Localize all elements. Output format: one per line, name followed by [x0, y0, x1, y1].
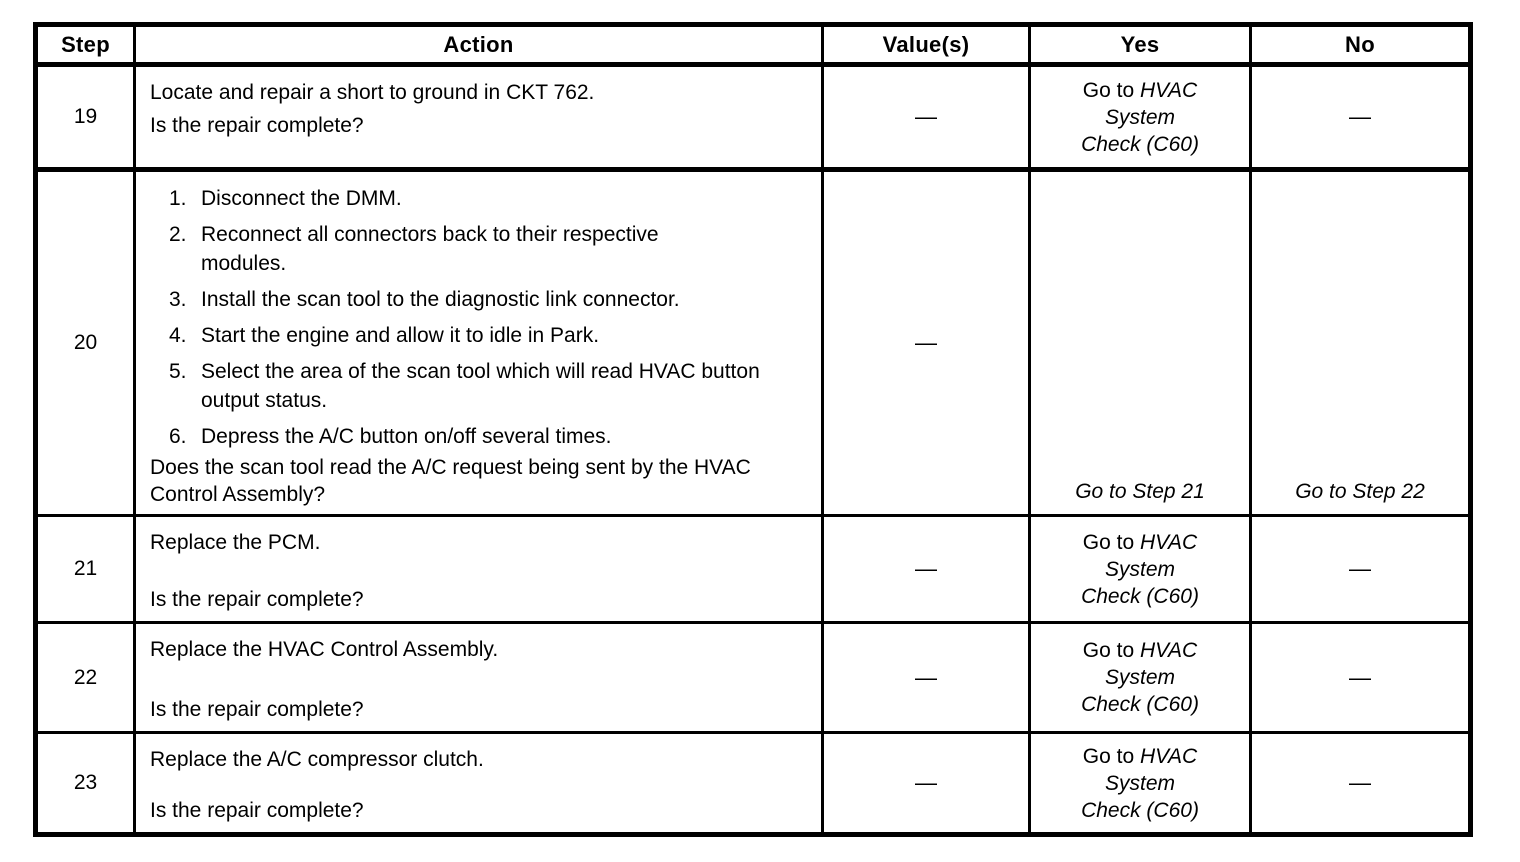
- list-item-text: Select the area of the scan tool which w…: [201, 360, 760, 412]
- goto-prefix: Go to: [1082, 78, 1135, 102]
- value-cell: —: [821, 621, 1031, 734]
- table-row-step-19: 19 Locate and repair a short to ground i…: [34, 63, 1472, 172]
- list-item-text: Install the scan tool to the diagnostic …: [201, 288, 680, 311]
- list-item: 2. Reconnect all connectors back to thei…: [169, 220, 813, 278]
- yes-cell: Go to HVAC System Check (C60): [1028, 63, 1252, 172]
- goto-step-link: Go to Step 22: [1295, 480, 1425, 503]
- action-instruction: Replace the A/C compressor clutch.: [150, 748, 484, 771]
- no-value-dash: —: [1349, 770, 1371, 795]
- goto-ref-line1: HVAC: [1140, 78, 1198, 102]
- value-cell: —: [821, 63, 1031, 172]
- action-cell: Locate and repair a short to ground in C…: [133, 63, 824, 172]
- yes-cell: Go to Step 21: [1028, 168, 1252, 517]
- column-header-no: No: [1249, 23, 1472, 67]
- list-item: 5. Select the area of the scan tool whic…: [169, 357, 813, 415]
- goto-ref-line2: System: [1104, 771, 1175, 795]
- goto-ref-line3: Check (C60): [1081, 798, 1199, 822]
- yes-cell: Go to HVAC System Check (C60): [1028, 731, 1252, 836]
- goto-ref-line1: HVAC: [1140, 639, 1198, 662]
- goto-ref-line1: HVAC: [1140, 530, 1198, 554]
- no-cell: —: [1249, 63, 1472, 172]
- action-question: Is the repair complete?: [150, 799, 364, 822]
- yes-cell: Go to HVAC System Check (C60): [1028, 621, 1252, 734]
- action-instruction: Replace the HVAC Control Assembly.: [150, 638, 499, 661]
- list-item-number: 1.: [169, 187, 187, 210]
- no-value-dash: —: [915, 556, 937, 581]
- step-number: 21: [34, 514, 136, 624]
- action-cell: 1. Disconnect the DMM. 2. Reconnect all …: [133, 168, 824, 517]
- goto-prefix: Go to: [1082, 530, 1135, 554]
- goto-ref-line2: System: [1104, 557, 1175, 581]
- step-number: 19: [34, 63, 136, 172]
- column-header-yes: Yes: [1028, 23, 1252, 67]
- no-cell: Go to Step 22: [1249, 168, 1472, 517]
- action-cell: Replace the PCM. Is the repair complete?: [133, 514, 824, 624]
- step-number: 23: [34, 731, 136, 836]
- action-cell: Replace the A/C compressor clutch. Is th…: [133, 731, 824, 836]
- goto-reference: Go to HVAC System Check (C60): [1033, 77, 1248, 158]
- column-header-values: Value(s): [821, 23, 1031, 67]
- goto-prefix: Go to: [1082, 639, 1135, 662]
- list-item: 3. Install the scan tool to the diagnost…: [169, 285, 813, 314]
- goto-ref-line2: System: [1104, 105, 1175, 129]
- diagnostic-table: Step Action Value(s) Yes No 19 Locate an…: [33, 22, 1473, 837]
- list-item-number: 5.: [169, 360, 187, 383]
- goto-prefix: Go to: [1082, 744, 1135, 768]
- column-header-step: Step: [34, 23, 136, 67]
- no-value-dash: —: [915, 330, 937, 355]
- list-item-text: Reconnect all connectors back to their r…: [201, 223, 659, 275]
- list-item-number: 3.: [169, 288, 187, 311]
- no-cell: —: [1249, 731, 1472, 836]
- list-item-text: Disconnect the DMM.: [201, 187, 402, 210]
- yes-cell: Go to HVAC System Check (C60): [1028, 514, 1252, 624]
- goto-ref-line2: System: [1104, 666, 1175, 689]
- no-value-dash: —: [915, 104, 937, 129]
- goto-step-link: Go to Step 21: [1075, 480, 1205, 503]
- step-number: 20: [34, 168, 136, 517]
- no-cell: —: [1249, 514, 1472, 624]
- action-cell: Replace the HVAC Control Assembly. Is th…: [133, 621, 824, 734]
- goto-ref-line3: Check (C60): [1081, 584, 1199, 608]
- step-number: 22: [34, 621, 136, 734]
- goto-reference: Go to HVAC System Check (C60): [1033, 743, 1248, 824]
- no-value-dash: —: [915, 770, 937, 795]
- list-item-text: Start the engine and allow it to idle in…: [201, 324, 600, 347]
- action-question: Is the repair complete?: [150, 114, 364, 137]
- action-instruction: Replace the PCM.: [150, 531, 321, 554]
- list-item: 1. Disconnect the DMM.: [169, 184, 813, 213]
- action-question: Does the scan tool read the A/C request …: [150, 456, 751, 506]
- goto-ref-line1: HVAC: [1140, 744, 1198, 768]
- value-cell: —: [821, 731, 1031, 836]
- table-row-step-21: 21 Replace the PCM. Is the repair comple…: [34, 514, 1472, 624]
- action-question: Is the repair complete?: [150, 588, 364, 611]
- goto-ref-line3: Check (C60): [1081, 693, 1199, 716]
- goto-ref-line3: Check (C60): [1081, 132, 1199, 156]
- no-value-dash: —: [915, 664, 937, 690]
- table-row-step-23: 23 Replace the A/C compressor clutch. Is…: [34, 731, 1472, 836]
- value-cell: —: [821, 168, 1031, 517]
- list-item-number: 2.: [169, 223, 187, 246]
- goto-reference: Go to HVAC System Check (C60): [1033, 529, 1248, 610]
- table-header-row: Step Action Value(s) Yes No: [34, 23, 1472, 67]
- table-row-step-22: 22 Replace the HVAC Control Assembly. Is…: [34, 621, 1472, 734]
- action-numbered-list: 1. Disconnect the DMM. 2. Reconnect all …: [138, 173, 820, 452]
- table-row-step-20: 20 1. Disconnect the DMM. 2. Reconnect a…: [34, 168, 1472, 517]
- no-value-dash: —: [1349, 556, 1371, 581]
- column-header-action: Action: [133, 23, 824, 67]
- list-item-number: 6.: [169, 425, 187, 448]
- value-cell: —: [821, 514, 1031, 624]
- action-question: Is the repair complete?: [150, 698, 364, 721]
- list-item: 4. Start the engine and allow it to idle…: [169, 321, 813, 350]
- no-value-dash: —: [1349, 104, 1371, 129]
- no-value-dash: —: [1349, 664, 1371, 690]
- list-item-number: 4.: [169, 324, 187, 347]
- list-item-text: Depress the A/C button on/off several ti…: [201, 425, 612, 448]
- list-item: 6. Depress the A/C button on/off several…: [169, 422, 813, 451]
- goto-reference: Go to HVAC System Check (C60): [1033, 637, 1248, 718]
- action-instruction: Locate and repair a short to ground in C…: [150, 81, 595, 104]
- no-cell: —: [1249, 621, 1472, 734]
